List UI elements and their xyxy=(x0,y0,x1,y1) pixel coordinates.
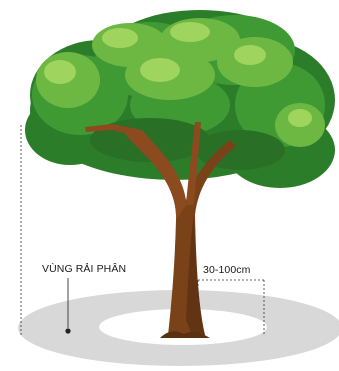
zone-pointer-dot xyxy=(65,328,70,333)
tree-canopy xyxy=(25,10,335,188)
fertilizer-zone-label: VÙNG RẢI PHÂN xyxy=(42,263,126,275)
distance-range-label: 30-100cm xyxy=(203,264,251,276)
